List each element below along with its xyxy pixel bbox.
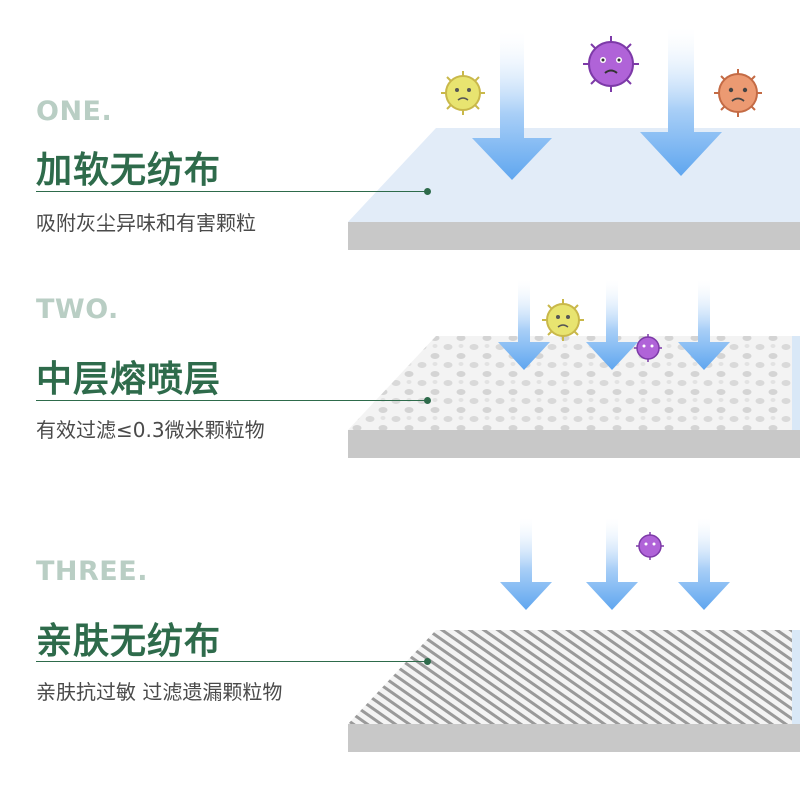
step-label: THREE. — [36, 556, 148, 587]
arrow-down-icon — [678, 280, 730, 370]
virus-purple-icon — [634, 334, 662, 362]
virus-yellow-icon — [542, 299, 584, 341]
virus-yellow-icon — [441, 71, 485, 115]
arrow-down-icon — [640, 28, 722, 176]
leader-line — [36, 661, 428, 662]
arrow-down-icon — [586, 518, 638, 610]
layer-one-fabric — [348, 128, 800, 250]
layer-title: 中层熔喷层 — [36, 359, 222, 400]
arrow-down-icon — [498, 280, 550, 370]
layer-two-meltblown — [348, 336, 800, 458]
leader-dot — [424, 658, 431, 665]
leader-dot — [424, 397, 431, 404]
layer-three-skin-fabric — [348, 630, 800, 752]
arrow-down-icon — [678, 518, 730, 610]
virus-orange-icon — [714, 69, 762, 117]
virus-purple-icon — [636, 532, 664, 560]
leader-dot — [424, 188, 431, 195]
step-label: ONE. — [36, 96, 113, 127]
arrow-down-icon — [586, 280, 638, 370]
leader-line — [36, 191, 428, 192]
layer-title: 加软无纺布 — [36, 150, 222, 191]
virus-purple-icon — [583, 36, 639, 92]
arrow-down-icon — [500, 518, 552, 610]
step-label: TWO. — [36, 294, 119, 325]
layer-title: 亲肤无纺布 — [36, 621, 222, 662]
layer-description: 吸附灰尘异味和有害颗粒 — [36, 211, 256, 235]
layer-description: 亲肤抗过敏 过滤遗漏颗粒物 — [36, 680, 283, 704]
arrow-down-icon — [472, 32, 552, 180]
leader-line — [36, 400, 428, 401]
layer-description: 有效过滤≤0.3微米颗粒物 — [36, 418, 265, 442]
